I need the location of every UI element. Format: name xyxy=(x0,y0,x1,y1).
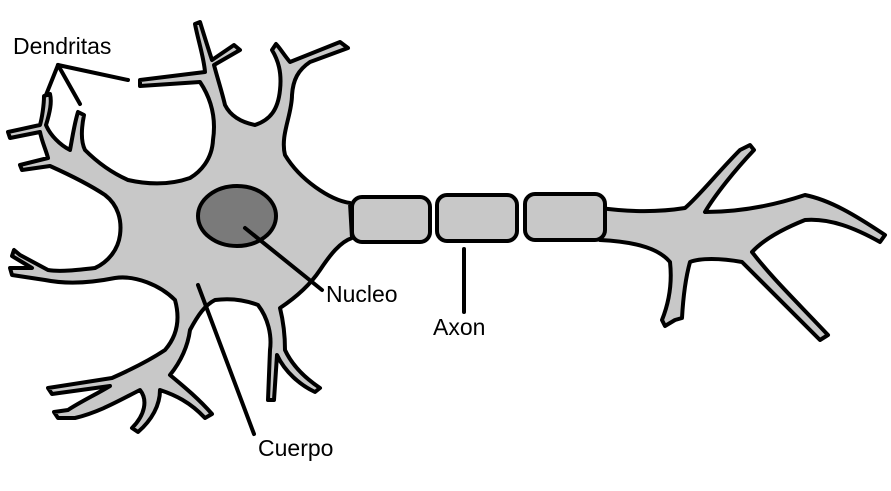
cuerpo-leader xyxy=(196,283,256,436)
myelin-segment-3 xyxy=(523,192,607,242)
dendritas-leader-1 xyxy=(56,63,130,82)
myelin-segment-2 xyxy=(435,193,519,243)
dendritas-leader-3 xyxy=(56,63,82,106)
nucleus xyxy=(196,184,278,248)
label-nucleo: Nucleo xyxy=(326,281,398,307)
dendritas-leader-2 xyxy=(44,63,60,97)
myelin-segment-1 xyxy=(350,195,432,244)
nucleo-leader xyxy=(243,226,324,292)
label-axon: Axon xyxy=(433,314,486,340)
leader-lines xyxy=(44,63,466,436)
axon-terminal xyxy=(598,143,887,342)
label-cuerpo: Cuerpo xyxy=(258,435,334,461)
label-dendritas: Dendritas xyxy=(13,33,112,59)
neuron-outline xyxy=(6,20,354,434)
